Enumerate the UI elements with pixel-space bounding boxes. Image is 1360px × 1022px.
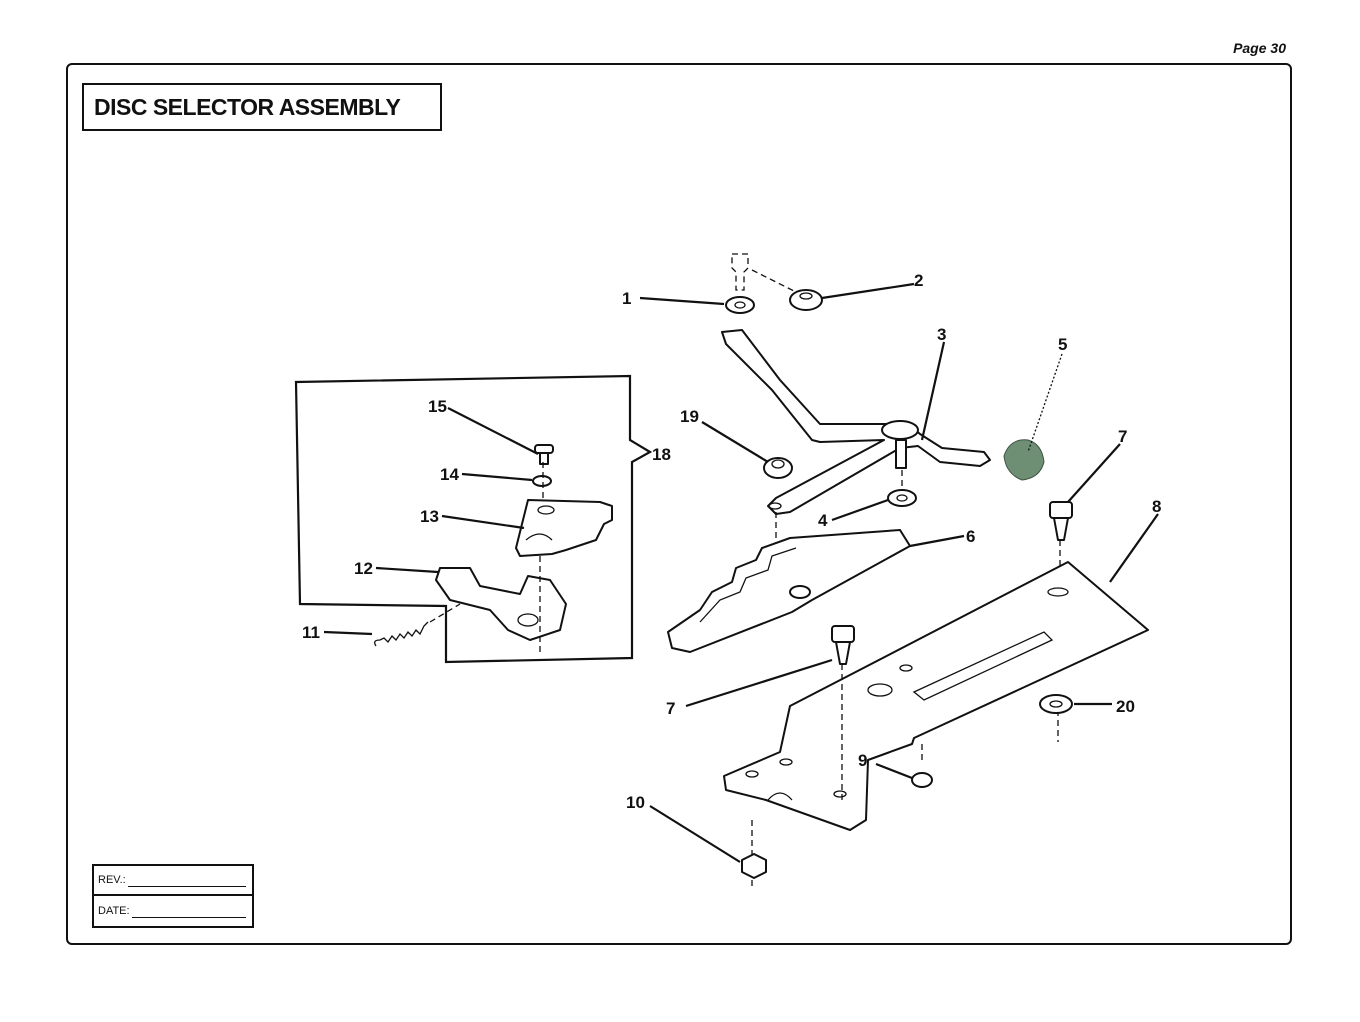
part-4-washer bbox=[887, 489, 917, 507]
callout-4: 4 bbox=[818, 511, 828, 530]
part-19-nut bbox=[763, 457, 793, 479]
part-12-bracket bbox=[435, 567, 567, 641]
callout-3: 3 bbox=[937, 325, 946, 344]
part-9-nut bbox=[911, 772, 933, 788]
callout-7-upper: 7 bbox=[1118, 427, 1127, 446]
drawing-title: DISC SELECTOR ASSEMBLY bbox=[82, 83, 442, 131]
callout-8: 8 bbox=[1152, 497, 1161, 516]
revision-block: REV.: DATE: bbox=[92, 864, 254, 928]
part-5-knob bbox=[1003, 439, 1045, 481]
part-15-screw bbox=[534, 444, 554, 465]
part-20-washer bbox=[1039, 694, 1073, 714]
part-7-screw-lower bbox=[831, 625, 855, 665]
date-label: DATE: bbox=[98, 905, 130, 917]
part-7-screw-upper bbox=[1049, 501, 1073, 541]
callout-11: 11 bbox=[302, 623, 320, 642]
part-1-washer bbox=[725, 296, 755, 314]
callout-12: 12 bbox=[354, 559, 373, 578]
part-10-hex-nut bbox=[741, 853, 767, 879]
callout-20: 20 bbox=[1116, 697, 1135, 716]
callout-6: 6 bbox=[966, 527, 975, 546]
inset-panel-18 bbox=[294, 374, 653, 664]
callout-2: 2 bbox=[914, 271, 923, 290]
callout-7-lower: 7 bbox=[666, 699, 675, 718]
callout-18: 18 bbox=[652, 445, 671, 464]
part-11-spring bbox=[374, 621, 429, 647]
callout-15: 15 bbox=[428, 397, 447, 416]
callout-1: 1 bbox=[622, 289, 631, 308]
part-8-base-plate bbox=[723, 561, 1149, 831]
callout-9: 9 bbox=[858, 751, 867, 770]
page-number: Page 30 bbox=[1233, 40, 1286, 56]
part-14-washer bbox=[532, 475, 552, 487]
date-row: DATE: bbox=[94, 896, 252, 926]
callout-13: 13 bbox=[420, 507, 439, 526]
part-6-slide-cam bbox=[667, 529, 911, 653]
rev-row: REV.: bbox=[94, 866, 252, 896]
drawing-frame bbox=[66, 63, 1292, 945]
rev-label: REV.: bbox=[98, 874, 126, 886]
part-3-selector-arm bbox=[721, 329, 991, 515]
callout-5: 5 bbox=[1058, 335, 1067, 354]
callout-19: 19 bbox=[680, 407, 699, 426]
part-2-nut bbox=[789, 289, 823, 311]
callout-10: 10 bbox=[626, 793, 645, 812]
part-13-plate bbox=[515, 499, 613, 557]
callout-14: 14 bbox=[440, 465, 459, 484]
